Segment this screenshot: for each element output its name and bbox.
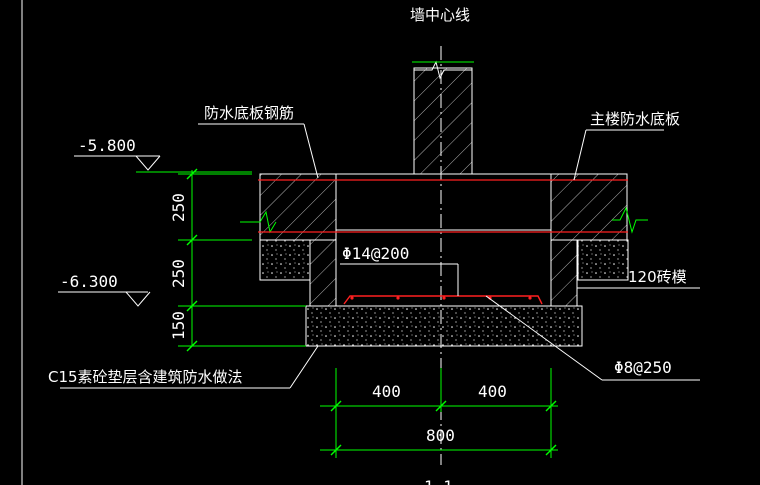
waterproof-bottom-slab xyxy=(240,173,648,241)
bottom-rebar-label: Φ8@250 xyxy=(614,358,672,377)
leader-top-rebar xyxy=(340,263,459,296)
leader-main-slab xyxy=(573,129,664,181)
leader-bottom-rebar xyxy=(485,295,700,381)
section-title: 1-1 xyxy=(424,477,453,485)
slab-rebar-label: 防水底板钢筋 xyxy=(204,104,294,122)
top-rebar-label: Φ14@200 xyxy=(342,244,409,263)
leader-slab-rebar xyxy=(198,123,319,179)
dim-half-left: 400 xyxy=(372,382,401,401)
elevation-mark-lower xyxy=(58,291,151,307)
wall xyxy=(412,60,474,175)
main-slab-label: 主楼防水底板 xyxy=(590,110,680,128)
dim-vertical-1: 250 xyxy=(169,193,188,222)
dim-half-right: 400 xyxy=(478,382,507,401)
dim-vertical-2: 250 xyxy=(169,259,188,288)
leader-c15 xyxy=(60,345,319,389)
c15-cushion xyxy=(305,305,583,347)
vertical-dimension-chain xyxy=(178,168,306,352)
brick-mold-label: 120砖模 xyxy=(628,268,687,286)
slab-rebar xyxy=(258,179,628,233)
elevation-lower-label: -6.300 xyxy=(60,272,118,291)
elevation-mark-upper xyxy=(74,155,252,173)
side-cushion xyxy=(259,239,629,281)
dim-total: 800 xyxy=(426,426,455,445)
wall-centerline-label: 墙中心线 xyxy=(410,6,470,24)
dim-vertical-3: 150 xyxy=(169,311,188,340)
c15-label: C15素砼垫层含建筑防水做法 xyxy=(48,368,243,386)
elevation-upper-label: -5.800 xyxy=(78,136,136,155)
pit-rebar xyxy=(343,295,543,305)
brick-mold xyxy=(309,239,578,307)
horizontal-dimensions xyxy=(320,368,558,458)
